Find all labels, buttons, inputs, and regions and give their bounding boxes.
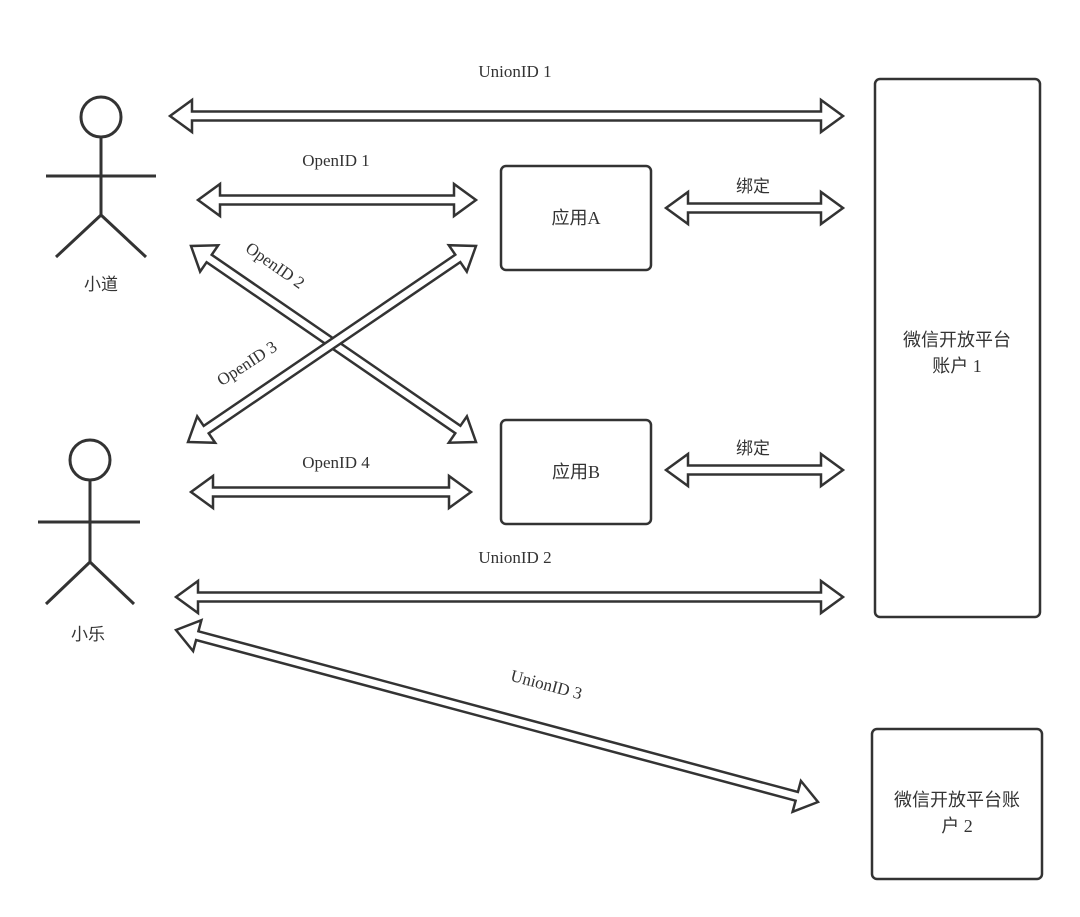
bind-a-label: 绑定 <box>736 177 770 196</box>
unionid1-arrow <box>167 97 846 135</box>
platform-account-1-label-line2: 账户 1 <box>932 356 982 376</box>
platform-account-2-box <box>870 727 1044 881</box>
platform-account-2-label-line2: 户 2 <box>941 816 973 836</box>
unionid2-arrow <box>173 578 846 616</box>
openid1-label: OpenID 1 <box>302 151 370 170</box>
actor-xiaodao <box>46 95 156 259</box>
openid3-arrow <box>186 243 478 445</box>
openid1-arrow <box>195 181 479 219</box>
unionid3-arrow <box>173 618 821 814</box>
platform-account-1-label-line1: 微信开放平台 <box>903 330 1011 350</box>
actor-xiaodao-label: 小道 <box>84 275 118 294</box>
app-a-label: 应用A <box>552 208 601 228</box>
actor-xiaole <box>38 438 140 606</box>
unionid2-label: UnionID 2 <box>478 548 551 567</box>
actor-xiaole-label: 小乐 <box>71 625 105 644</box>
bind-b-arrow <box>663 451 846 489</box>
unionid1-label: UnionID 1 <box>478 62 551 81</box>
openid4-arrow <box>188 473 474 511</box>
bind-a-arrow <box>663 189 846 227</box>
app-b-label: 应用B <box>552 462 600 482</box>
platform-account-2-label-line1: 微信开放平台账 <box>894 790 1020 810</box>
platform-account-1-box <box>873 77 1042 619</box>
app-b-box <box>499 418 653 526</box>
arrows-layer <box>167 97 846 814</box>
openid4-label: OpenID 4 <box>302 453 370 472</box>
bind-b-label: 绑定 <box>736 439 770 458</box>
unionid3-label: UnionID 3 <box>509 666 585 703</box>
app-a-box <box>499 164 653 272</box>
